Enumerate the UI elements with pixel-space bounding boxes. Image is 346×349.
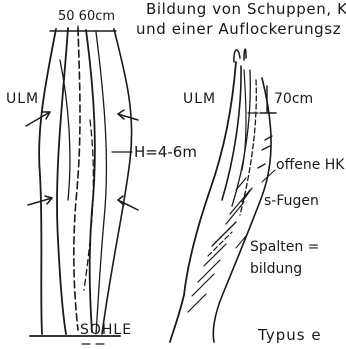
right-wall-label: ULM	[183, 92, 216, 106]
s-joint-label: s-Fugen	[264, 194, 319, 208]
right-depth-label: 70cm	[274, 92, 313, 106]
type-label: Typus e	[258, 328, 322, 343]
fissure-label-line-1: Spalten =	[250, 240, 319, 254]
open-joint-label: offene HK	[276, 158, 344, 172]
fissure-label-line-2: bildung	[250, 262, 302, 276]
